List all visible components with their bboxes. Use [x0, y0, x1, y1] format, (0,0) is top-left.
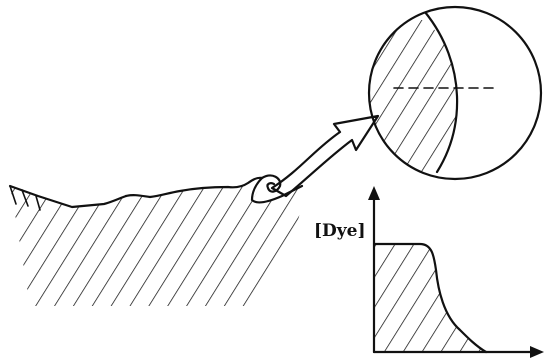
- substrate-hatched-fill: [10, 177, 304, 306]
- y-axis-label: [Dye]: [314, 221, 366, 241]
- substrate-left-edge: [8, 184, 128, 209]
- substrate-left-margin-strokes: [9, 185, 41, 211]
- dye-profile-graph: [Dye]: [314, 186, 544, 358]
- magnification-arrow: [270, 114, 380, 198]
- magnified-circle-outline: [367, 5, 543, 181]
- substrate-cross-section: [8, 174, 304, 306]
- dye-profile-curve: [372, 242, 488, 354]
- magnified-hatched-region: [369, 20, 458, 179]
- pore-lip-outline: [250, 176, 304, 204]
- surface-pore-outline: [260, 174, 282, 193]
- magnified-boundary-curve: [423, 10, 459, 174]
- arrow-body: [270, 114, 380, 198]
- y-axis-arrowhead: [368, 186, 380, 200]
- substrate-surface-outline: [124, 176, 264, 199]
- x-axis-arrowhead: [530, 346, 544, 358]
- dye-profile-hatched-area: [374, 244, 486, 352]
- magnified-view: [367, 5, 543, 181]
